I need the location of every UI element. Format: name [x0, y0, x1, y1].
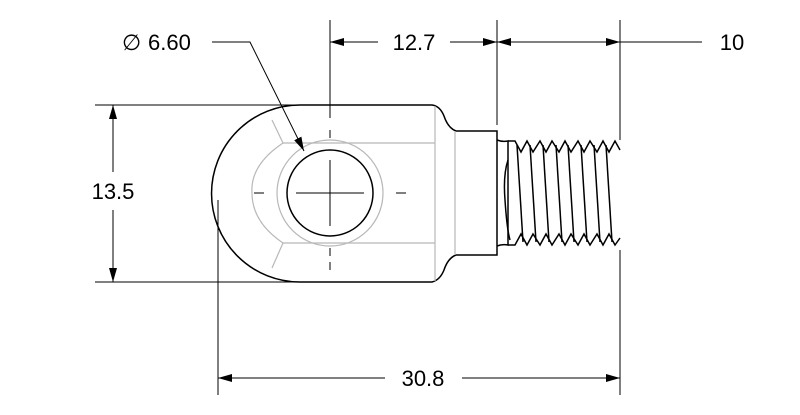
dimension-text: 30.8: [402, 366, 445, 391]
dimension-thread-length: 10: [497, 30, 744, 55]
thread: [496, 139, 621, 247]
dimension-hole-diameter: ∅ 6.60: [122, 30, 305, 152]
dimension-text: 6.60: [148, 30, 191, 55]
rod-end-part: [210, 20, 621, 283]
hole: [286, 149, 374, 237]
dimension-overall-length: 30.8: [218, 366, 620, 391]
dimension-text: 13.5: [92, 179, 135, 204]
diameter-symbol: ∅: [122, 30, 141, 55]
extension-lines: [95, 20, 621, 395]
dimension-body-height: 13.5: [92, 105, 135, 282]
centerlines: [254, 20, 406, 270]
hole-chamfer: [276, 139, 384, 247]
dimension-text: 12.7: [393, 30, 436, 55]
dimension-hole-to-shoulder: 12.7: [330, 30, 497, 55]
dimension-text: 10: [720, 30, 744, 55]
